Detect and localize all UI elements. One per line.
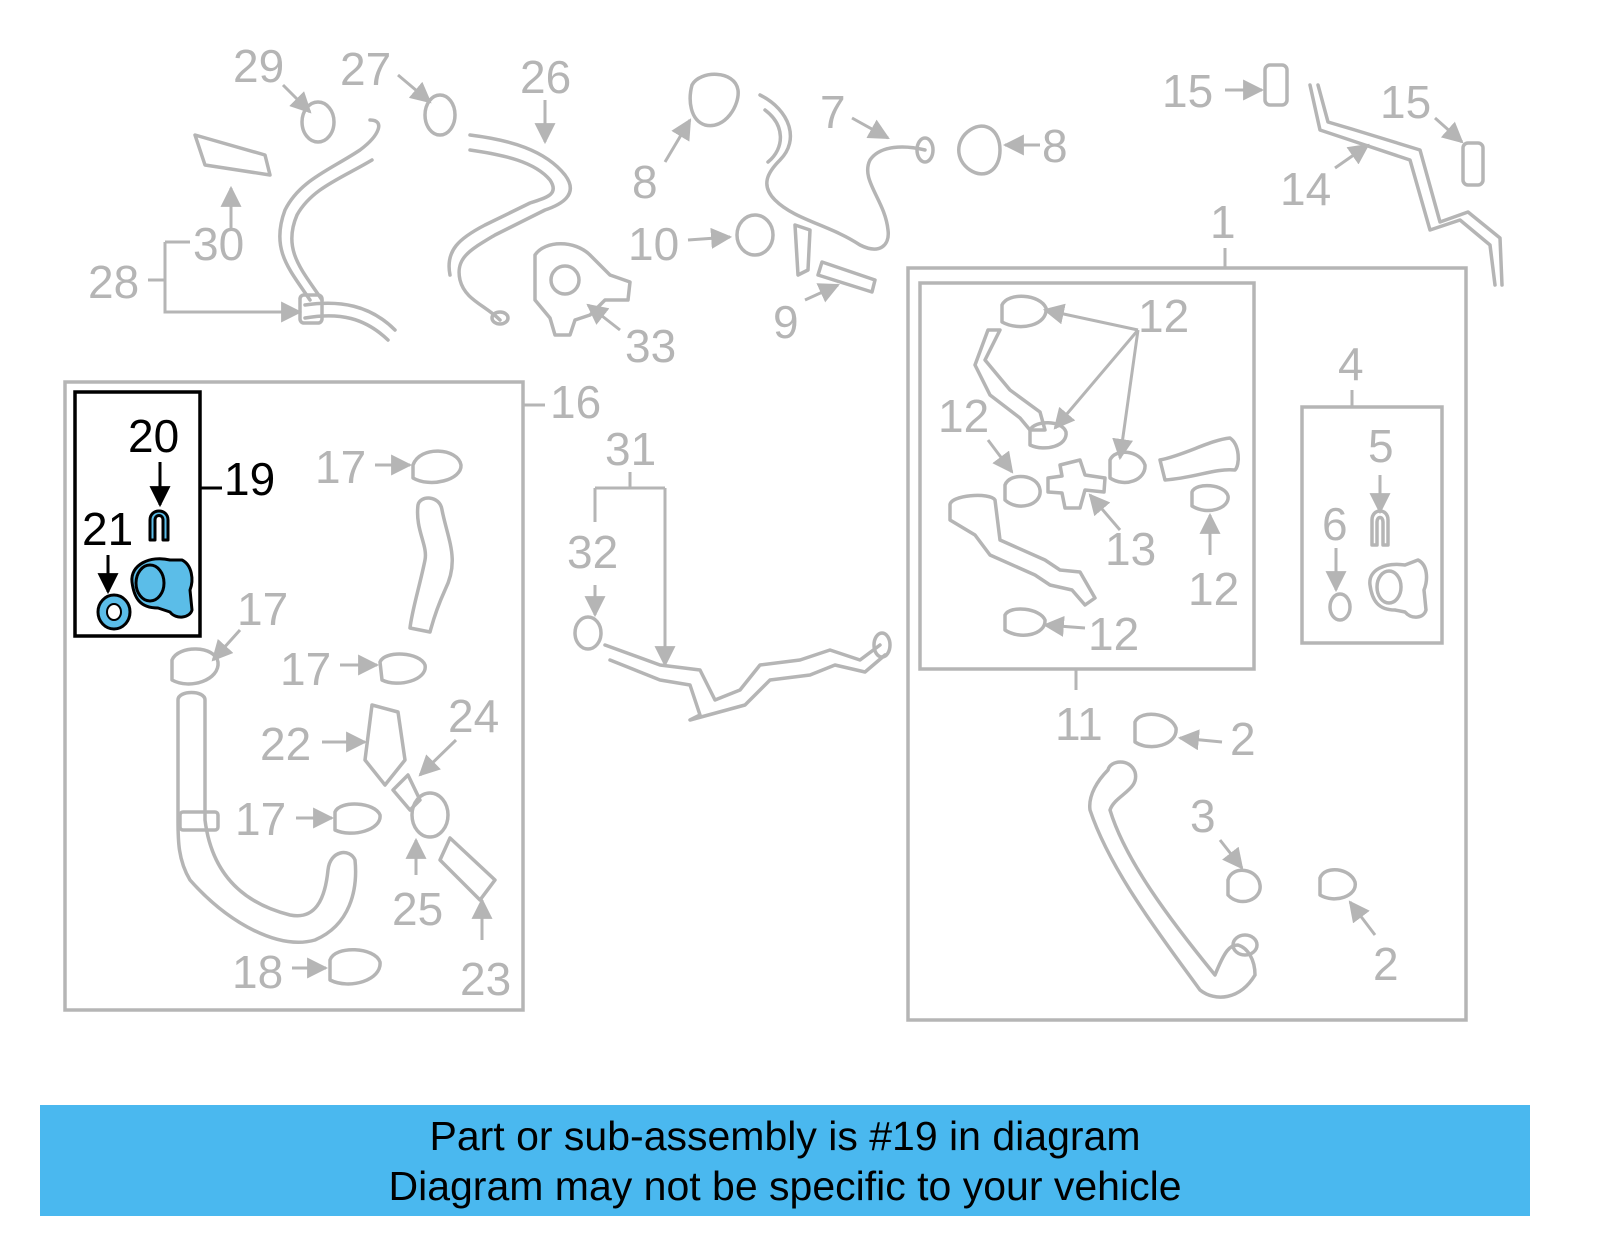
callout-19[interactable]: 19 (224, 453, 275, 505)
pipe-14 (1225, 63, 1504, 287)
callout-26: 26 (520, 51, 571, 103)
hose-26 (397, 73, 573, 326)
hose-7 (663, 72, 1040, 303)
callout-20: 20 (128, 410, 179, 462)
callout-33: 33 (625, 320, 676, 372)
callout-12b: 12 (938, 390, 989, 442)
callout-12d: 12 (1088, 608, 1139, 660)
pipe-31 (573, 472, 892, 722)
callout-3: 3 (1190, 790, 1216, 842)
callout-30: 30 (193, 218, 244, 270)
callout-2a: 2 (1230, 713, 1256, 765)
callout-7: 7 (820, 86, 846, 138)
callout-labels: 29 27 26 30 28 33 7 8 8 10 9 15 15 14 1 … (82, 40, 1431, 1005)
callout-5: 5 (1368, 420, 1394, 472)
callout-4: 4 (1338, 338, 1364, 390)
callout-12c: 12 (1188, 563, 1239, 615)
callout-29: 29 (233, 40, 284, 92)
callout-32: 32 (567, 526, 618, 578)
banner-line-part: Part or sub-assembly is #19 in diagram (429, 1112, 1141, 1159)
callout-6: 6 (1322, 498, 1348, 550)
valve-33 (533, 242, 632, 337)
info-banner: Part or sub-assembly is #19 in diagram D… (40, 1105, 1530, 1216)
callout-8b: 8 (1042, 120, 1068, 172)
callout-31: 31 (605, 423, 656, 475)
banner-line-disclaimer: Diagram may not be specific to your vehi… (388, 1162, 1182, 1209)
callout-11: 11 (1055, 698, 1103, 750)
callout-21: 21 (82, 503, 133, 555)
callout-1: 1 (1210, 196, 1236, 248)
callout-13: 13 (1105, 523, 1156, 575)
callout-15b: 15 (1380, 76, 1431, 128)
callout-23: 23 (460, 953, 511, 1005)
callout-12a: 12 (1138, 290, 1189, 342)
callout-22: 22 (260, 718, 311, 770)
assembly-box-1 (906, 248, 1468, 1022)
callout-17d: 17 (235, 793, 286, 845)
callout-10: 10 (628, 218, 679, 270)
callout-2b: 2 (1373, 938, 1399, 990)
callout-16: 16 (550, 376, 601, 428)
callout-27: 27 (340, 43, 391, 95)
assembly-box-16 (63, 380, 545, 1012)
callout-17c: 17 (280, 643, 331, 695)
callout-9: 9 (773, 296, 799, 348)
callout-8a: 8 (632, 156, 658, 208)
callout-17b: 17 (237, 583, 288, 635)
callout-18: 18 (232, 946, 283, 998)
callout-24: 24 (448, 690, 499, 742)
callout-17a: 17 (315, 441, 366, 493)
callout-15a: 15 (1162, 65, 1213, 117)
callout-25: 25 (392, 883, 443, 935)
highlighted-subassembly-19[interactable] (73, 390, 222, 638)
hose-group-28 (148, 83, 397, 342)
callout-14: 14 (1280, 163, 1331, 215)
callout-28: 28 (88, 256, 139, 308)
